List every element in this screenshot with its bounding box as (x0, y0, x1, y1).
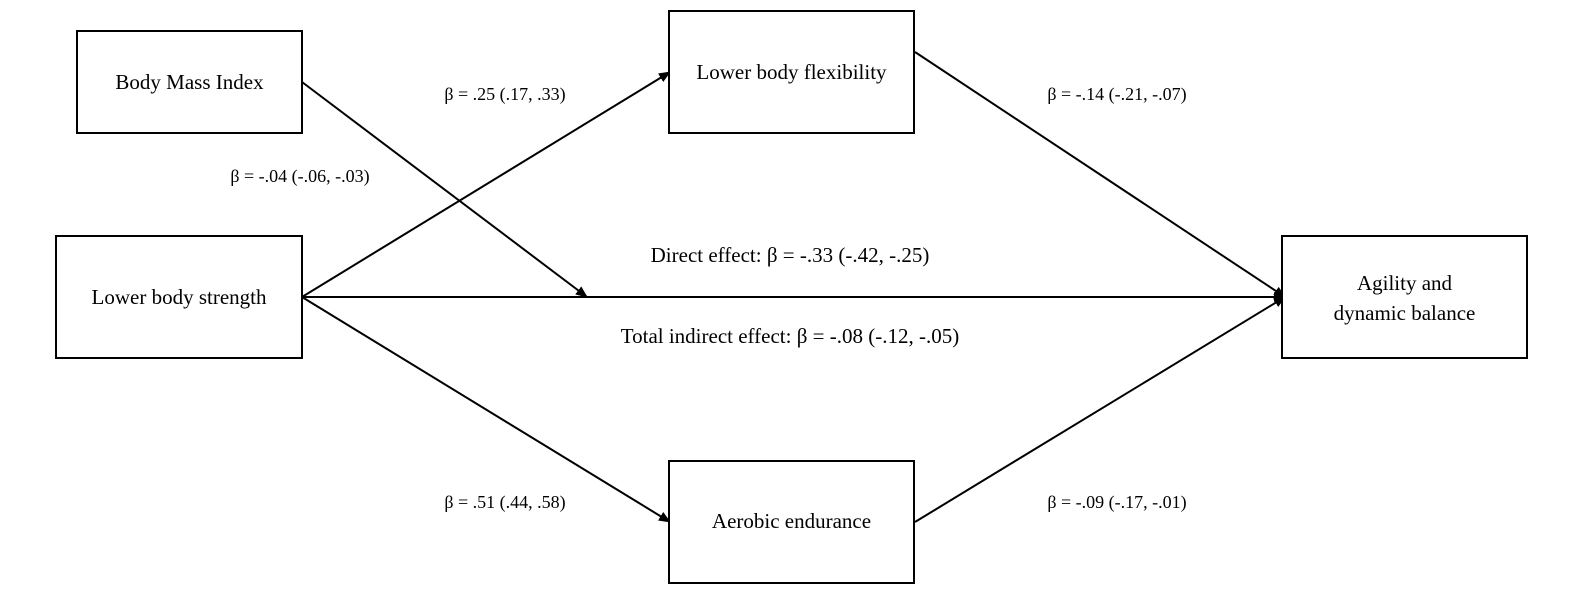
node-agility-dynamic-balance: Agility and dynamic balance (1281, 235, 1528, 359)
coef-bmi-moderation: β = -.04 (-.06, -.03) (230, 166, 369, 187)
coef-total-indirect-effect: Total indirect effect: β = -.08 (-.12, -… (621, 324, 959, 348)
edge-strength-to-endurance (301, 296, 671, 523)
edge-endurance-to-agility (914, 296, 1286, 523)
node-label-lower-body-flexibility: Lower body flexibility (696, 60, 887, 84)
node-label-body-mass-index: Body Mass Index (115, 70, 264, 94)
coef-strength-to-endurance: β = .51 (.44, .58) (444, 492, 565, 513)
coef-direct-effect: Direct effect: β = -.33 (-.42, -.25) (651, 243, 930, 267)
node-lower-body-strength: Lower body strength (55, 235, 303, 359)
node-label-agility-line1: Agility and (1357, 271, 1453, 295)
node-body-mass-index: Body Mass Index (76, 30, 303, 134)
coef-strength-to-flexibility: β = .25 (.17, .33) (444, 84, 565, 105)
edge-strength-to-flexibility (301, 71, 671, 298)
node-lower-body-flexibility: Lower body flexibility (668, 10, 915, 134)
coef-endurance-to-agility: β = -.09 (-.17, -.01) (1047, 492, 1186, 513)
node-label-agility-line2: dynamic balance (1334, 301, 1476, 325)
coef-flexibility-to-agility: β = -.14 (-.21, -.07) (1047, 84, 1186, 105)
node-label-lower-body-strength: Lower body strength (92, 285, 267, 309)
node-label-aerobic-endurance: Aerobic endurance (712, 509, 871, 533)
node-aerobic-endurance: Aerobic endurance (668, 460, 915, 584)
edge-bmi-moderation (301, 81, 588, 298)
edge-flexibility-to-agility (914, 51, 1286, 298)
